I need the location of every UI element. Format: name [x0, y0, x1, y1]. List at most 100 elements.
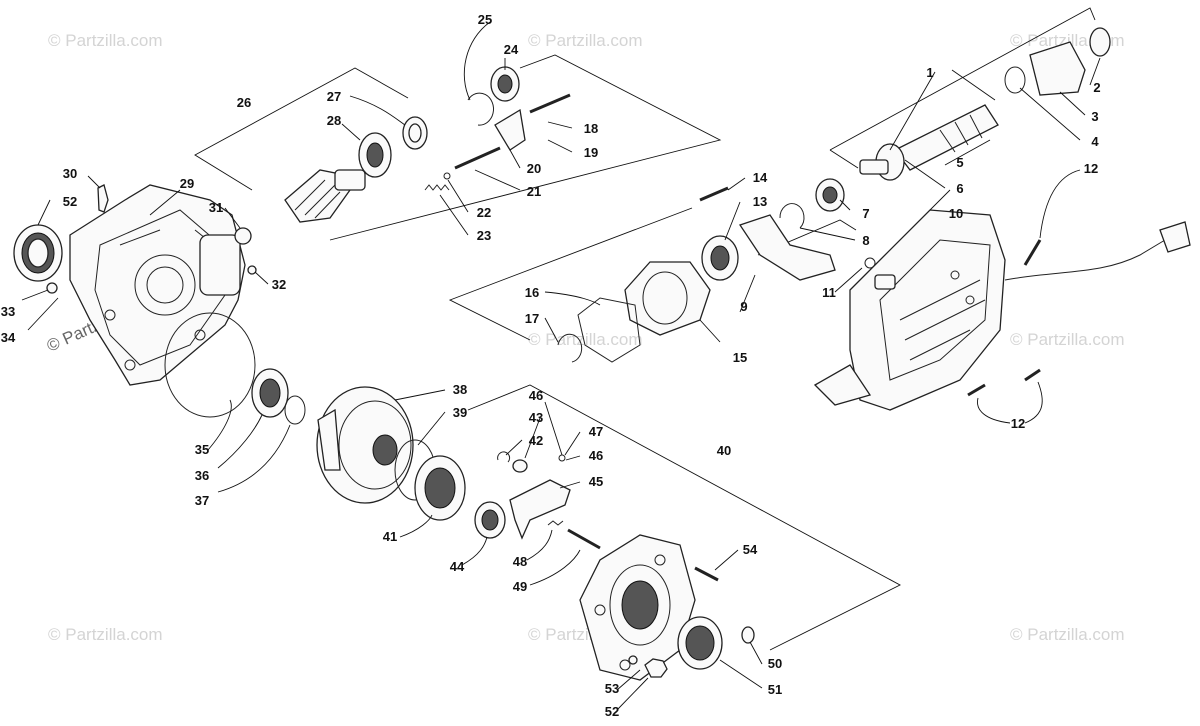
callout-46: 46	[529, 388, 543, 403]
pinion-gear	[284, 169, 366, 223]
callout-3: 3	[1091, 109, 1098, 124]
callout-2: 2	[1093, 80, 1100, 95]
pin-53	[628, 655, 638, 665]
clamp-2	[1089, 27, 1111, 57]
o-ring-11	[864, 257, 876, 269]
callout-51: 51	[768, 682, 782, 697]
callout-54: 54	[743, 542, 758, 557]
callout-4: 4	[1091, 134, 1099, 149]
diff-housing	[69, 184, 246, 386]
callout-1: 1	[926, 65, 933, 80]
callout-26: 26	[237, 95, 251, 110]
bracket-40	[467, 384, 901, 651]
shaft-5	[894, 104, 999, 171]
callout-18: 18	[584, 121, 598, 136]
watermark-text: © Partzilla.com	[528, 330, 643, 349]
seal-44	[474, 501, 506, 539]
callout-7: 7	[862, 206, 869, 221]
callout-37: 37	[195, 493, 209, 508]
bearing-31	[234, 227, 252, 245]
callout-27: 27	[327, 89, 341, 104]
bearing-28	[358, 132, 392, 178]
actuator	[813, 209, 1006, 411]
snap-ring-25	[467, 92, 494, 126]
callout-36: 36	[195, 468, 209, 483]
callout-10: 10	[949, 206, 963, 221]
callout-22: 22	[477, 205, 491, 220]
seal-52	[13, 224, 63, 282]
shift-fork-45	[509, 479, 571, 540]
bolt-12c	[1024, 368, 1041, 382]
watermark-text: © Partzilla.com	[48, 625, 163, 644]
callout-45: 45	[589, 474, 603, 489]
pin-32	[247, 265, 257, 275]
callout-39: 39	[453, 405, 467, 420]
callout-47: 47	[589, 424, 603, 439]
callout-34: 34	[1, 330, 16, 345]
bearing-24	[490, 66, 520, 102]
clamp-4	[1004, 66, 1026, 94]
callout-40: 40	[717, 443, 731, 458]
watermark-text: © Partzilla.com	[1010, 330, 1125, 349]
bracket-26	[194, 67, 409, 191]
bearing-36	[251, 368, 289, 418]
callout-11: 11	[822, 285, 836, 300]
wire-harness	[1004, 239, 1166, 281]
bolt-12a	[1023, 239, 1042, 266]
callout-14: 14	[753, 170, 768, 185]
plug	[46, 282, 58, 294]
shaft-18	[529, 93, 571, 114]
bolt-12b	[967, 383, 986, 397]
spring-48	[547, 520, 564, 526]
snap-ring-17	[557, 333, 583, 363]
watermark-text: © Partzilla.com	[1010, 625, 1125, 644]
callout-38: 38	[453, 382, 467, 397]
callout-24: 24	[504, 42, 519, 57]
shaft-21	[454, 146, 501, 170]
callout-23: 23	[477, 228, 491, 243]
bearing-13	[701, 235, 739, 281]
gasket-16	[577, 297, 641, 363]
callout-53: 53	[605, 681, 619, 696]
callout-12: 12	[1011, 416, 1025, 431]
ring-42	[497, 451, 511, 463]
callout-labels: 1 2 3 4 5 6 7 8 9 10 11 12 12 13 14 15 1…	[1, 12, 1101, 719]
bracket-9-part	[738, 214, 836, 281]
bearing-41	[414, 455, 466, 521]
callout-5: 5	[956, 155, 963, 170]
callout-41: 41	[383, 529, 397, 544]
callout-33: 33	[1, 304, 15, 319]
callout-43: 43	[529, 410, 543, 425]
callout-21: 21	[527, 184, 541, 199]
bolt-54	[694, 566, 719, 582]
bolt-14	[699, 186, 729, 202]
callout-52: 52	[605, 704, 619, 719]
ring-gear	[316, 386, 414, 504]
callout-31: 31	[209, 200, 223, 215]
callout-12: 12	[1084, 161, 1098, 176]
bracket-9	[448, 207, 693, 341]
callout-19: 19	[584, 145, 598, 160]
vent-fitting	[97, 184, 109, 213]
callout-13: 13	[753, 194, 767, 209]
boot-3	[1029, 41, 1086, 96]
bolt-52	[644, 658, 668, 678]
callout-20: 20	[527, 161, 541, 176]
callout-35: 35	[195, 442, 209, 457]
callout-15: 15	[733, 350, 747, 365]
shift-fork-20	[494, 108, 526, 151]
callout-25: 25	[478, 12, 492, 27]
callout-50: 50	[768, 656, 782, 671]
callout-16: 16	[525, 285, 539, 300]
connector	[1159, 221, 1191, 253]
callout-8: 8	[862, 233, 869, 248]
callout-9: 9	[740, 299, 747, 314]
washer-43	[512, 459, 528, 473]
flange-6	[859, 143, 905, 181]
callout-32: 32	[272, 277, 286, 292]
ring-37	[284, 395, 306, 425]
seal-7	[815, 178, 845, 212]
callout-6: 6	[956, 181, 963, 196]
bracket-26-right	[329, 54, 722, 241]
shaft-49	[567, 528, 601, 550]
